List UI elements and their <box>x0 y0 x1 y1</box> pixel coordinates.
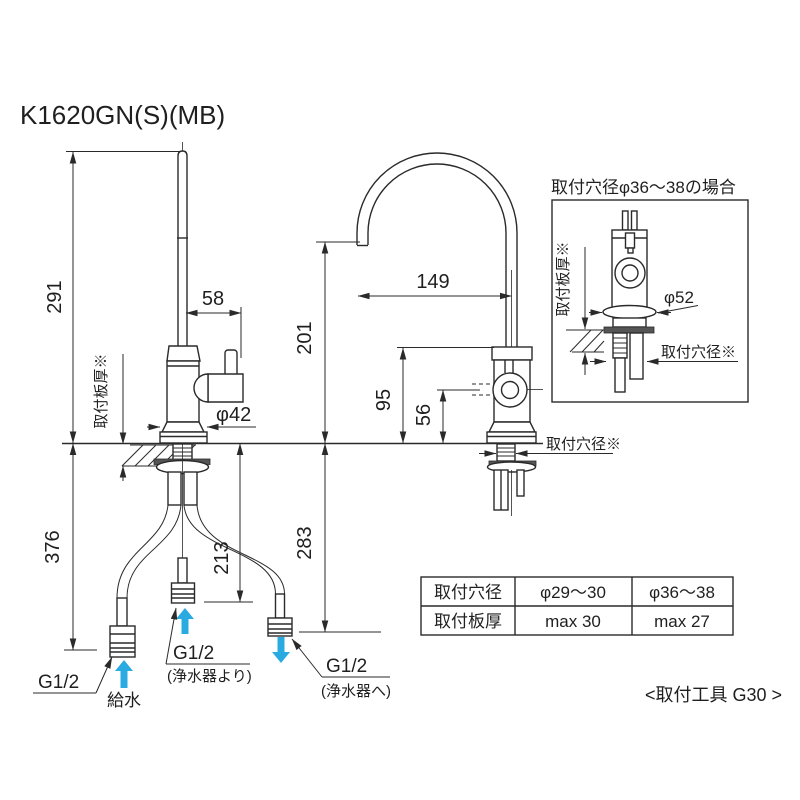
dim-plate-thickness-left: 取付板厚※ <box>92 353 127 481</box>
table-row1-col2: φ36〜38 <box>649 583 715 602</box>
flow-up-arrow <box>115 660 133 688</box>
dim-58: 58 <box>185 288 242 358</box>
detail-dim-hole-dia: 取付穴径※ <box>590 344 738 365</box>
flow-down-arrow <box>272 637 290 663</box>
hoses <box>116 504 285 599</box>
detail-hole-dia-label: 取付穴径※ <box>661 344 736 361</box>
dim-201-value: 201 <box>294 321 316 354</box>
connection-from-purifier: G1/2 (浄水器より) <box>165 557 252 685</box>
dim-149: 149 <box>357 271 512 300</box>
dim-201: 201 <box>294 241 360 444</box>
dim-291: 291 <box>44 151 180 444</box>
detail-phi52-value: φ52 <box>664 288 694 307</box>
table-row2-header: 取付板厚 <box>434 612 502 631</box>
to-purifier-thread-label: G1/2 <box>326 656 367 677</box>
dim-291-value: 291 <box>44 280 66 313</box>
supply-name-label: 給水 <box>107 691 141 710</box>
plate-thickness-label: 取付板厚※ <box>92 353 110 428</box>
tool-note: <取付工具 G30 > <box>645 685 782 705</box>
dim-213-value: 213 <box>211 541 233 574</box>
detail-dim-plate-thickness: 取付板厚※ <box>554 241 589 375</box>
dim-hole-dia-front: 取付穴径※ <box>479 436 621 457</box>
front-shank-assembly <box>486 443 537 516</box>
page-title: K1620GN(S)(MB) <box>20 100 225 130</box>
detail-plate-thickness-label: 取付板厚※ <box>554 241 572 316</box>
dim-283-value: 283 <box>294 526 316 559</box>
detail-box: 取付穴径φ36〜38の場合 <box>551 178 749 403</box>
dim-56: 56 <box>413 389 480 444</box>
dim-95: 95 <box>373 347 494 444</box>
supply-thread-label: G1/2 <box>38 672 79 693</box>
connection-supply: G1/2 給水 <box>33 597 141 710</box>
dim-376-value: 376 <box>42 530 64 563</box>
dim-95-value: 95 <box>373 389 395 411</box>
detail-dim-phi52: φ52 <box>589 288 699 316</box>
dim-58-value: 58 <box>202 288 224 310</box>
dim-376: 376 <box>42 443 97 651</box>
detail-faucet <box>602 210 657 393</box>
spec-table: 取付穴径 φ29〜30 φ36〜38 取付板厚 max 30 max 27 <box>420 576 734 636</box>
table-row2-col2: max 27 <box>654 612 710 631</box>
dim-phi42: φ42 <box>147 404 256 431</box>
dim-283: 283 <box>294 443 381 633</box>
side-view: 291 376 213 58 φ42 取付板厚※ <box>42 142 256 651</box>
faucet-front-body <box>472 346 543 444</box>
detail-box-title: 取付穴径φ36〜38の場合 <box>551 178 736 197</box>
from-purifier-name-label: (浄水器より) <box>167 668 252 685</box>
connection-to-purifier: G1/2 (浄水器へ) <box>267 593 391 700</box>
to-purifier-name-label: (浄水器へ) <box>321 683 391 700</box>
shank-assembly <box>153 443 211 506</box>
table-row2-col1: max 30 <box>545 612 601 631</box>
from-purifier-thread-label: G1/2 <box>173 643 214 664</box>
detail-counter-hatch <box>566 329 605 353</box>
front-view: 201 283 149 95 56 取付穴径※ <box>294 152 621 633</box>
dim-phi42-value: φ42 <box>216 404 251 426</box>
flow-up-arrow <box>176 608 194 634</box>
hole-dia-label: 取付穴径※ <box>546 436 621 453</box>
dim-149-value: 149 <box>416 271 449 293</box>
dim-213: 213 <box>204 443 253 603</box>
faucet-side-body <box>159 142 244 558</box>
dim-56-value: 56 <box>413 404 435 426</box>
table-row1-header: 取付穴径 <box>434 583 502 602</box>
table-row1-col1: φ29〜30 <box>540 583 606 602</box>
